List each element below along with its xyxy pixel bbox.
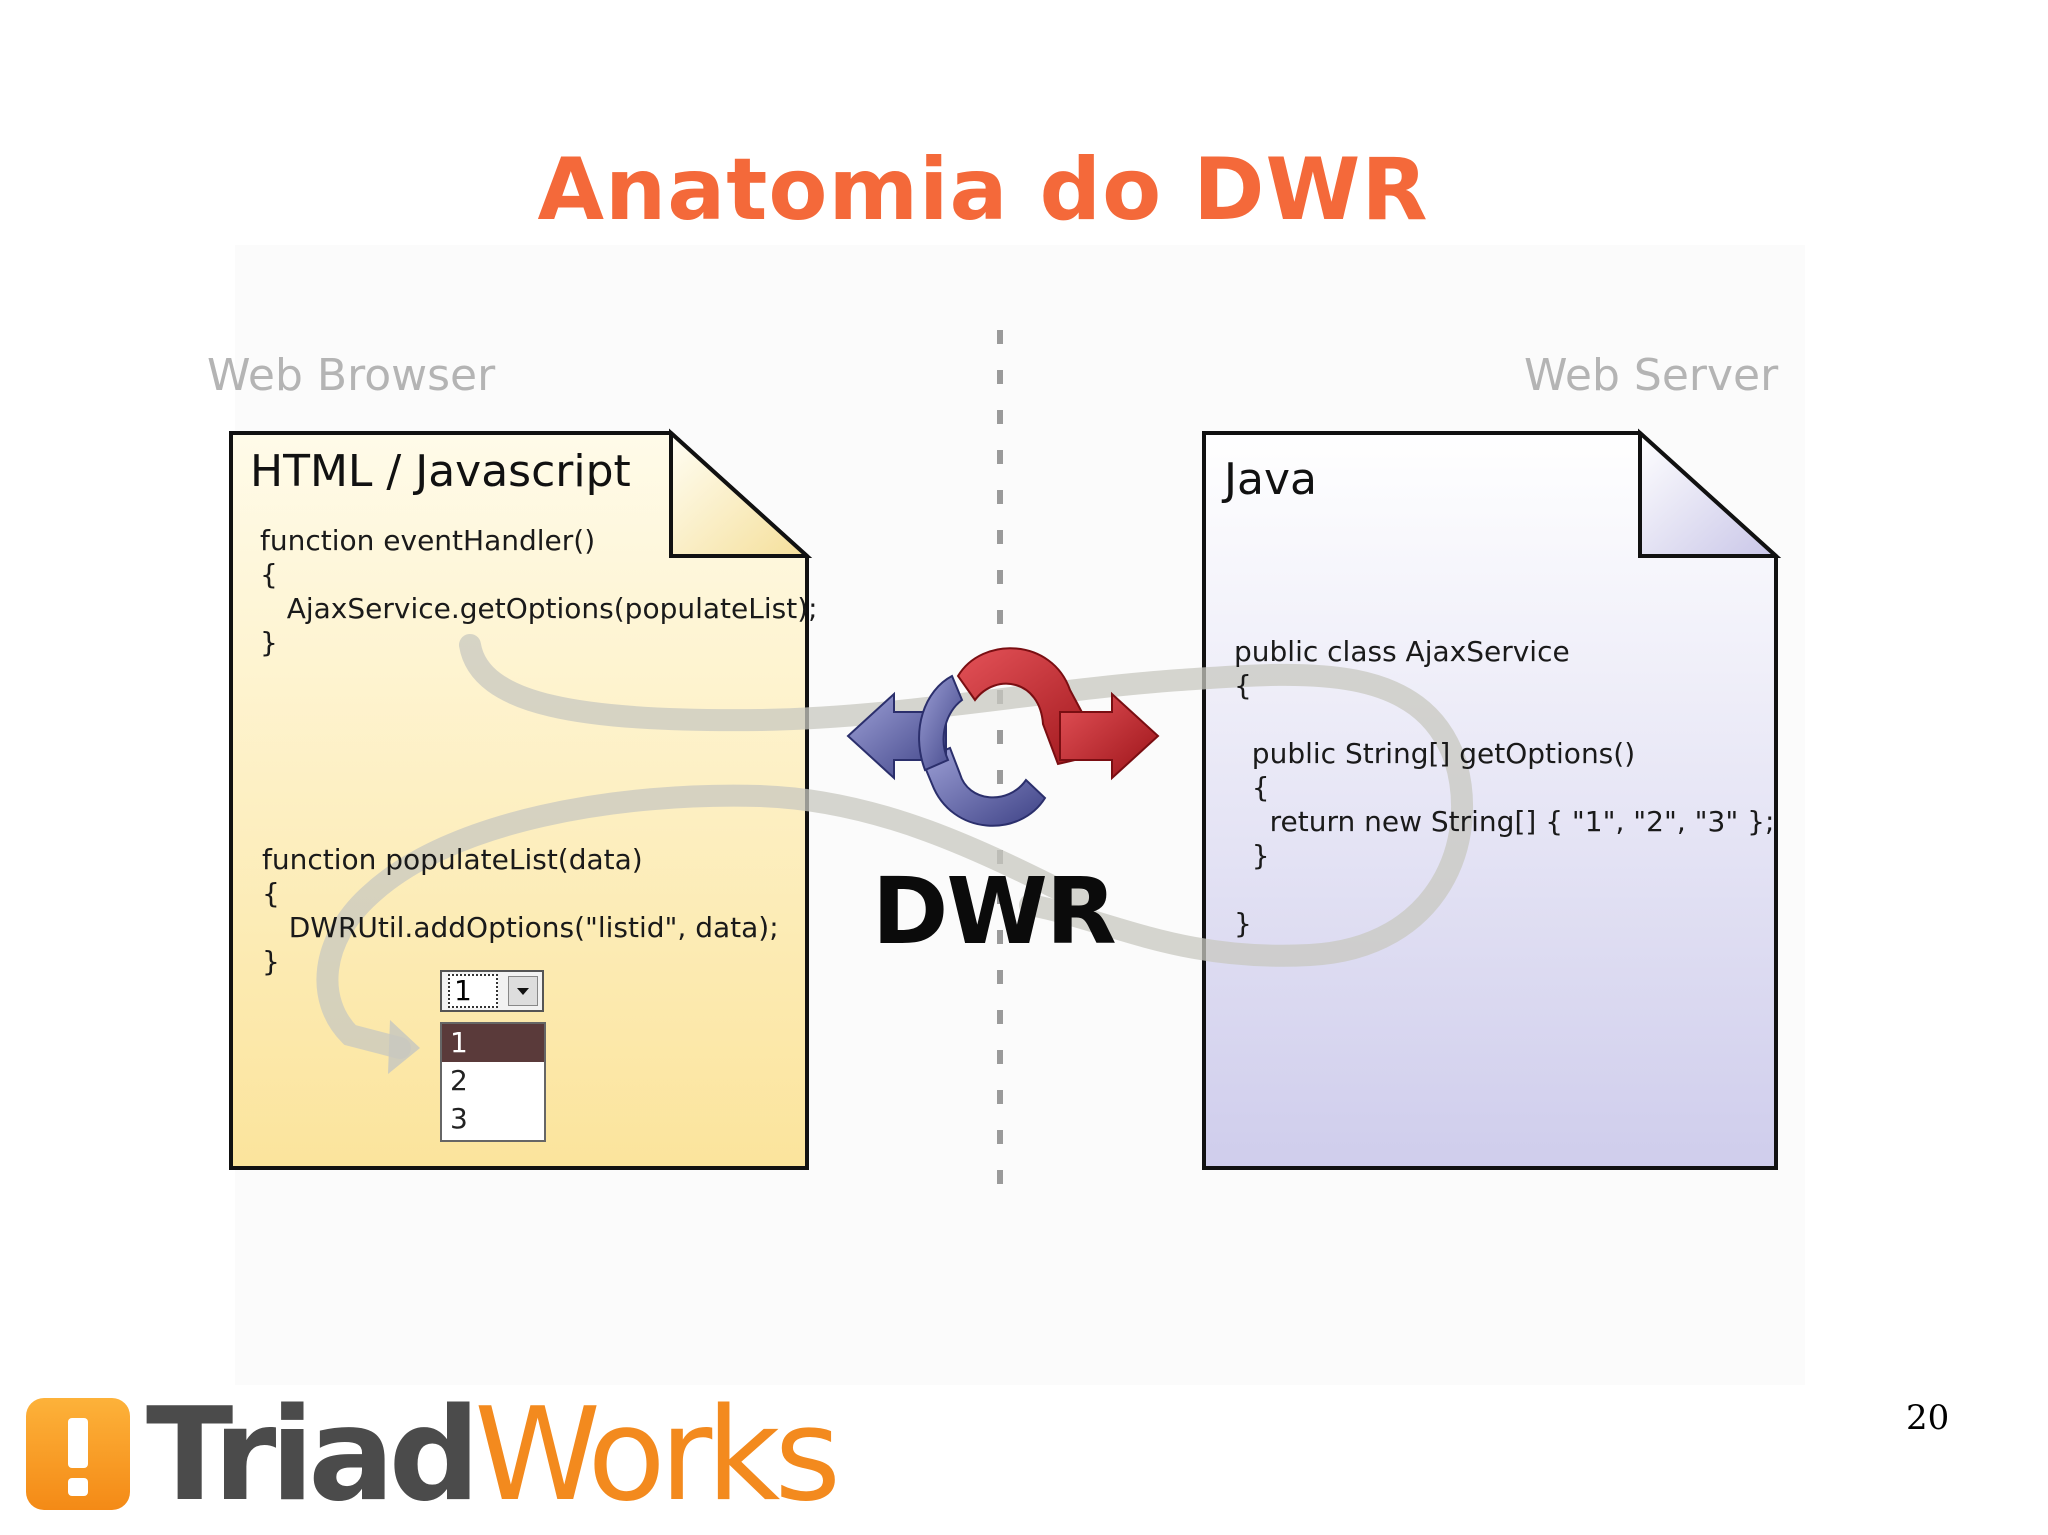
options-dropdown-list[interactable]: 1 2 3 [440,1022,546,1142]
options-select[interactable]: 1 [440,970,544,1012]
logo-wordmark: TriadWorks [146,1386,841,1526]
server-document-fold [1638,428,1782,558]
server-document [1202,431,1778,1170]
browser-document-fold [669,428,813,558]
callback-flow-path [316,784,1091,1059]
dwr-blue-arrow [920,746,1047,827]
browser-document [229,431,809,1170]
logo-triad: Triad [146,1381,480,1530]
logo-works: Works [474,1381,841,1530]
event-handler-code: function eventHandler() { AjaxService.ge… [260,524,818,659]
web-server-label: Web Server [1524,350,1779,401]
triadworks-logo: TriadWorks [26,1386,906,1526]
call-flow-path [459,634,1473,967]
dwr-blue-arc-left [918,674,964,772]
dwr-label: DWR [872,858,1117,965]
web-browser-label: Web Browser [207,350,496,401]
option-item[interactable]: 3 [450,1102,468,1135]
ajax-service-code: public class AjaxService { public String… [1234,635,1775,940]
browser-doc-title: HTML / Javascript [250,446,631,497]
exclamation-logo-icon [26,1398,130,1510]
page-number: 20 [1906,1398,1950,1438]
callback-arrowhead [388,1020,420,1074]
option-item[interactable]: 1 [442,1024,544,1062]
chevron-down-icon[interactable] [508,976,538,1006]
server-doc-title: Java [1224,454,1317,505]
option-item[interactable]: 2 [450,1064,468,1097]
dwr-red-arrowhead [1059,691,1160,781]
populate-list-code: function populateList(data) { DWRUtil.ad… [262,843,779,978]
slide-title: Anatomia do DWR [537,140,1429,240]
select-current-value: 1 [448,974,498,1008]
